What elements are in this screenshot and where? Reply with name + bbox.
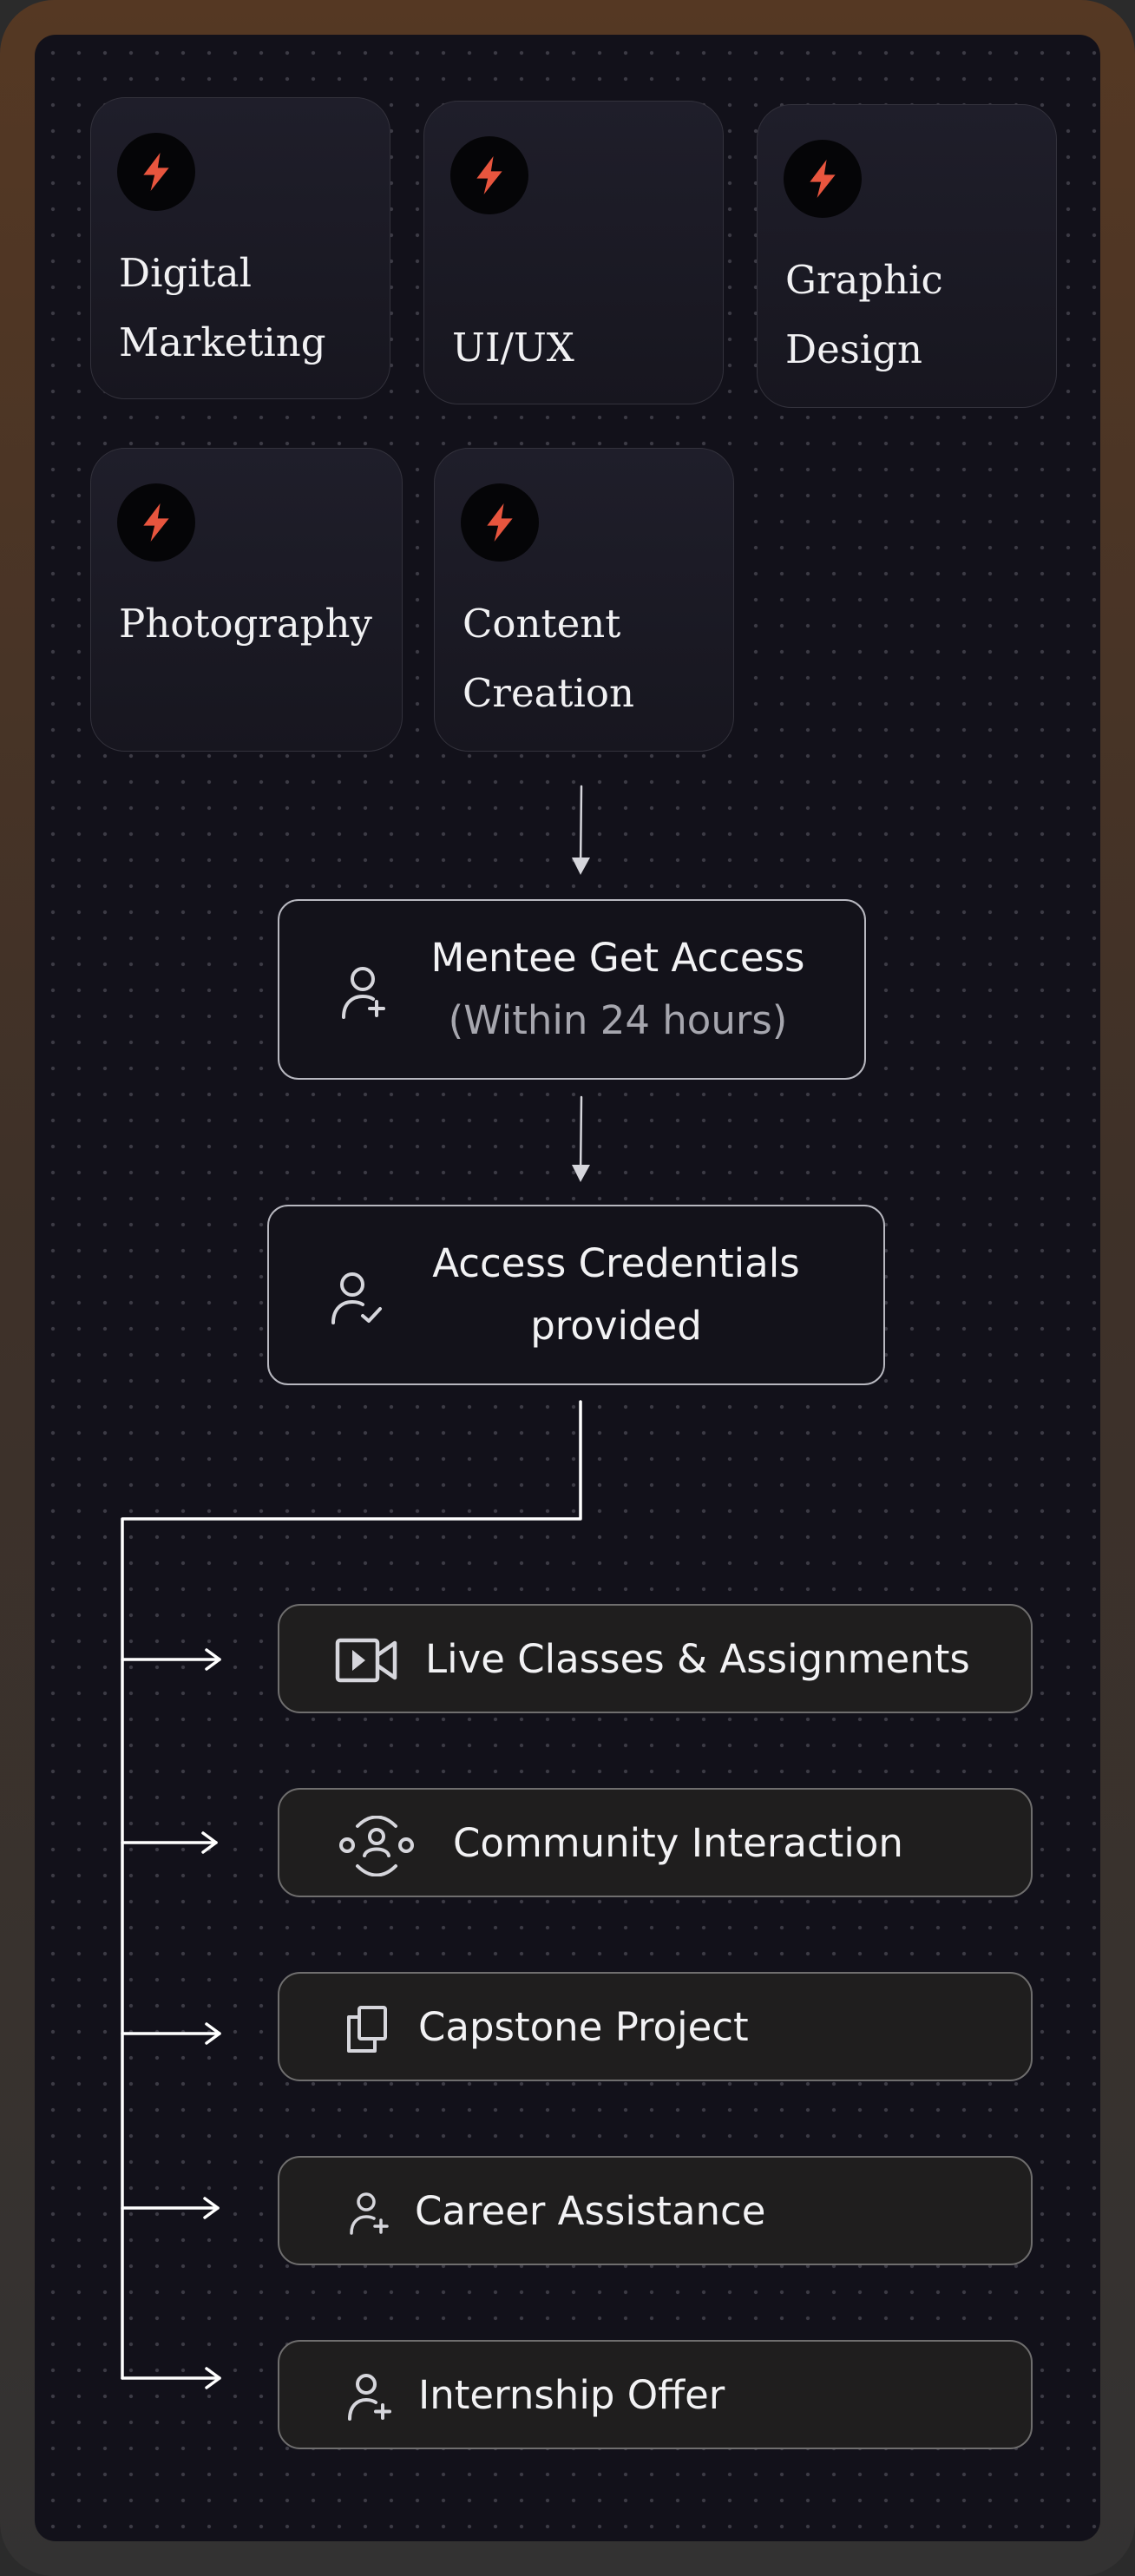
diagram-panel: Digital Marketing UI/UX Graphic Design P… [35, 35, 1100, 2541]
user-plus-icon [348, 2374, 391, 2421]
step-access-line2: (Within 24 hours) [448, 997, 788, 1043]
user-check-icon [331, 1272, 382, 1324]
feature-label: Career Assistance [415, 2188, 766, 2234]
step-access-line1: Mentee Get Access [430, 935, 805, 981]
copy-icon [347, 2006, 387, 2053]
user-plus-icon [350, 2192, 389, 2235]
lightning-bolt-icon [117, 133, 195, 211]
lightning-bolt-icon [784, 140, 862, 218]
branch-arrow-live-classes-head [205, 1648, 221, 1671]
step-access-credentials[interactable]: Access Credentials provided [267, 1205, 885, 1385]
category-label-line2: Design [785, 326, 922, 372]
category-card-graphic-design[interactable]: Graphic Design [757, 104, 1057, 408]
category-label-line2: Creation [463, 670, 634, 716]
branch-arrow-capstone-head [205, 2022, 221, 2045]
feature-internship-offer[interactable]: Internship Offer [278, 2340, 1033, 2449]
branch-arrow-career-head [203, 2197, 220, 2219]
lightning-bolt-icon [450, 136, 528, 214]
category-label-line2: UI/UX [452, 325, 574, 371]
category-label-line1: Photography [119, 601, 372, 647]
video-camera-icon [335, 1638, 397, 1683]
flow-connectors [121, 785, 590, 2389]
category-card-photography[interactable]: Photography [90, 448, 403, 752]
category-card-content-creation[interactable]: Content Creation [434, 448, 734, 752]
category-label-line1: Graphic [785, 257, 943, 303]
community-icon [339, 1816, 414, 1876]
feature-label: Internship Offer [418, 2372, 725, 2418]
category-label-line1: Digital [119, 250, 252, 296]
arrow-categories-to-access-head [572, 858, 590, 875]
branch-arrow-internship-head [205, 2367, 221, 2389]
category-card-digital-marketing[interactable]: Digital Marketing [90, 97, 390, 399]
feature-label: Capstone Project [418, 2004, 749, 2050]
step-credentials-line2: provided [530, 1303, 702, 1349]
feature-label: Community Interaction [453, 1820, 903, 1866]
arrow-access-to-credentials-head [572, 1165, 590, 1182]
lightning-bolt-icon [117, 483, 195, 562]
branch-connector [121, 1400, 582, 2380]
feature-capstone-project[interactable]: Capstone Project [278, 1972, 1033, 2081]
category-card-ui-ux[interactable]: UI/UX [423, 101, 724, 404]
user-plus-icon [342, 967, 385, 1019]
feature-community-interaction[interactable]: Community Interaction [278, 1788, 1033, 1897]
lightning-bolt-icon [461, 483, 539, 562]
branch-arrow-community-head [201, 1831, 218, 1854]
feature-label: Live Classes & Assignments [425, 1636, 970, 1682]
feature-career-assistance[interactable]: Career Assistance [278, 2156, 1033, 2265]
category-label-line1: Content [463, 601, 621, 647]
feature-live-classes[interactable]: Live Classes & Assignments [278, 1604, 1033, 1713]
step-credentials-line1: Access Credentials [432, 1240, 800, 1286]
step-mentee-get-access[interactable]: Mentee Get Access (Within 24 hours) [278, 899, 866, 1080]
category-label-line2: Marketing [119, 319, 326, 365]
